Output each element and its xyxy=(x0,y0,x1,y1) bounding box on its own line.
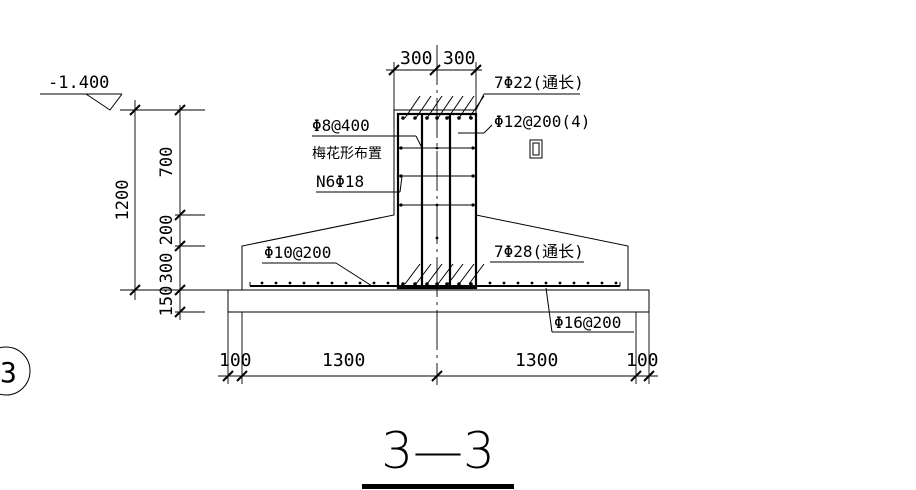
dim-bottom-c: 1300 xyxy=(515,350,558,371)
dim-200: 200 xyxy=(157,215,177,246)
dim-total-height: 1200 xyxy=(113,180,133,221)
elevation-label: -1.400 xyxy=(48,73,109,93)
dim-top-left: 300 xyxy=(400,48,433,69)
reinforcement-cage xyxy=(396,112,478,290)
section-marker: 3 xyxy=(0,346,31,396)
elevation-marker: -1.400 xyxy=(40,73,123,111)
label-tie: Φ8@400 xyxy=(312,116,370,135)
section-title: 3—3 xyxy=(381,422,495,480)
rebar-labels: 7Φ22(通长) Φ12@200(4) Φ8@400 梅花形布置 N6Φ18 Φ… xyxy=(264,73,621,332)
dim-700: 700 xyxy=(157,147,177,178)
label-side-bars: N6Φ18 xyxy=(316,172,364,191)
dim-bottom-d: 100 xyxy=(626,350,659,371)
leader-lines xyxy=(262,93,634,333)
concrete-outline xyxy=(227,109,650,313)
title-underline xyxy=(362,484,514,489)
dim-bottom-a: 100 xyxy=(219,350,252,371)
bottom-dimensions: 100 1300 1300 100 xyxy=(218,312,659,384)
dim-bottom-b: 1300 xyxy=(322,350,365,371)
label-stirrup: Φ12@200(4) xyxy=(494,112,590,131)
label-top-bars: 7Φ22(通长) xyxy=(494,73,584,92)
top-bar-dots xyxy=(401,116,473,120)
label-tie-note: 梅花形布置 xyxy=(312,146,382,162)
left-dimensions: 1200 700 200 300 150 xyxy=(113,100,240,320)
label-slab-bottom: Φ16@200 xyxy=(554,313,621,332)
dim-top-right: 300 xyxy=(443,48,476,69)
stirrup-symbol xyxy=(529,139,543,159)
slab-reinforcement xyxy=(249,281,621,287)
top-dimensions: 300 300 xyxy=(386,48,482,110)
label-bottom-bars: 7Φ28(通长) xyxy=(494,242,584,261)
dim-300: 300 xyxy=(157,253,177,284)
label-slab-top: Φ10@200 xyxy=(264,243,331,262)
section-title-group: 3—3 xyxy=(362,422,514,489)
section-marker-label: 3 xyxy=(0,356,17,389)
dim-150: 150 xyxy=(157,286,177,317)
